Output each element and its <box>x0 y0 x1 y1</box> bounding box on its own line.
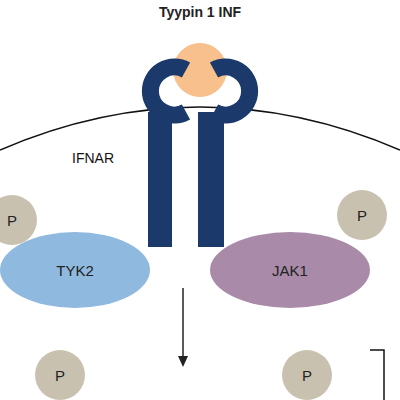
node-label: P <box>302 367 312 384</box>
signal-arrow <box>182 288 184 358</box>
node-label: JAK1 <box>272 262 308 279</box>
diagram-title: Tyypin 1 INF <box>0 4 400 20</box>
kinase-ellipse: TYK2 <box>0 232 150 308</box>
receptor-stem-right <box>198 112 224 247</box>
phosphate-circle: P <box>337 190 387 240</box>
node-label: P <box>357 207 367 224</box>
receptor-arm-right <box>214 67 250 115</box>
phosphate-circle: P <box>0 195 37 245</box>
receptor-label: IFNAR <box>72 150 114 166</box>
node-label: P <box>55 367 65 384</box>
bracket <box>370 350 384 400</box>
phosphate-circle: P <box>282 350 332 400</box>
receptor-arm-left <box>150 67 186 115</box>
kinase-ellipse: JAK1 <box>210 232 370 308</box>
phosphate-circle: P <box>35 350 85 400</box>
node-label: TYK2 <box>56 262 94 279</box>
node-label: P <box>7 212 17 229</box>
receptor-stem-left <box>148 112 172 247</box>
arrow-head <box>178 356 188 367</box>
